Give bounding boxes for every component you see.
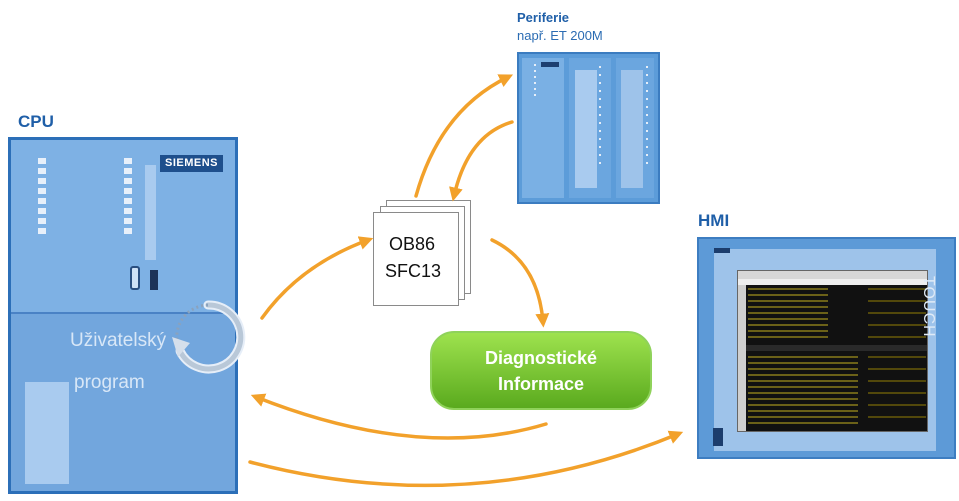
document-stack-front — [373, 212, 459, 306]
arrow-document-to-diagnostic — [490, 238, 550, 328]
cpu-divider — [11, 312, 235, 314]
cpu-memory-card — [150, 270, 158, 290]
program-label-line1: Uživatelský — [70, 330, 167, 351]
cpu-label: CPU — [18, 112, 54, 131]
hmi-diagnostic-table — [738, 271, 927, 431]
arrow-cpu-to-document — [260, 236, 374, 320]
cpu-window — [25, 382, 69, 484]
cpu-keyswitch — [130, 266, 140, 290]
program-label-line2: program — [74, 372, 145, 393]
arrow-periphery-to-document — [449, 120, 514, 202]
diagnostic-line1: Diagnostické — [484, 347, 598, 368]
hmi-screen — [737, 270, 928, 432]
cpu-led-column-right — [124, 158, 132, 238]
document-label-sfc13: SFC13 — [385, 261, 442, 281]
peripheral-modules — [519, 54, 658, 202]
hmi-label: HMI — [698, 211, 730, 230]
siemens-logo: SIEMENS — [160, 155, 223, 172]
cpu-led-column-left — [38, 158, 46, 238]
arrow-cpu-to-hmi — [248, 430, 684, 488]
periferie-subtitle: např. ET 200M — [517, 28, 603, 43]
arrow-diagnostic-to-cpu — [250, 393, 548, 440]
cpu-slot — [145, 165, 156, 260]
hmi-led — [714, 248, 730, 253]
diagnostic-information-box: Diagnostické Informace — [430, 331, 652, 410]
cycle-icon — [172, 300, 246, 374]
arrow-document-to-periphery — [414, 74, 514, 198]
document-label-ob86: OB86 — [389, 234, 436, 254]
diagnostic-line2: Informace — [497, 373, 585, 394]
periferie-title: Periferie — [517, 10, 570, 25]
hmi-button — [713, 428, 723, 446]
